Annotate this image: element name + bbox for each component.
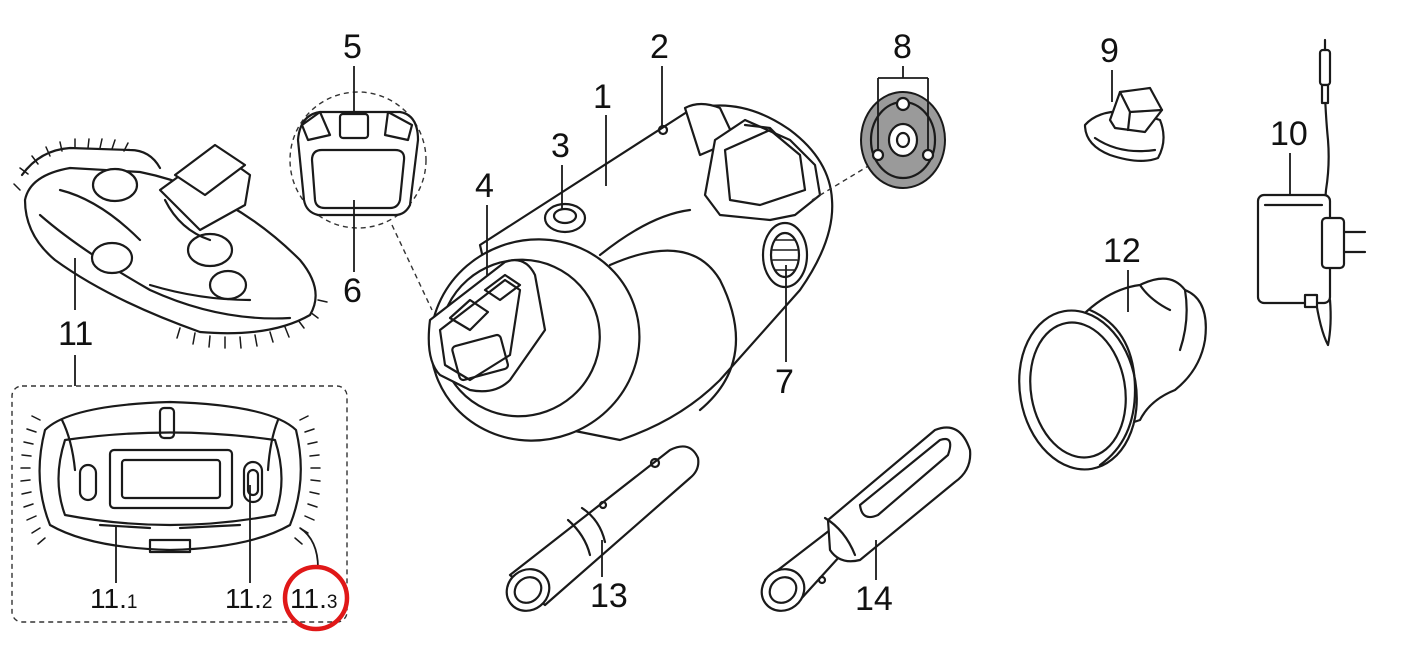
label-5: 5 <box>343 28 362 66</box>
label-11-3: 11.3 <box>290 583 337 614</box>
filter-detail-circle <box>289 91 427 229</box>
label-3: 3 <box>551 127 570 165</box>
label-6: 6 <box>343 272 362 310</box>
detail-box-11 <box>11 385 348 623</box>
highlight-circle <box>282 564 350 632</box>
crevice-tool-part <box>1083 86 1165 162</box>
motor-cover-part <box>860 91 946 189</box>
label-8: 8 <box>893 28 912 66</box>
label-2: 2 <box>650 28 669 66</box>
label-11: 11 <box>58 315 93 353</box>
label-4: 4 <box>475 167 494 205</box>
label-7: 7 <box>775 363 794 401</box>
dust-bag-part <box>1018 277 1207 471</box>
label-11-2: 11.2 <box>225 583 272 614</box>
charger-part <box>1256 38 1367 347</box>
nozzle-underside-detail <box>20 400 321 554</box>
main-body-part <box>427 102 834 442</box>
extension-tube-part <box>505 445 700 612</box>
label-13: 13 <box>590 577 628 615</box>
brush-tube-part <box>760 426 972 612</box>
label-12: 12 <box>1103 232 1141 270</box>
filter-part <box>296 110 420 217</box>
label-10: 10 <box>1270 115 1308 153</box>
label-14: 14 <box>855 580 893 618</box>
label-11-1: 11.1 <box>90 583 137 614</box>
label-1: 1 <box>593 78 612 116</box>
brush-nozzle-part <box>13 138 328 349</box>
label-9: 9 <box>1100 32 1119 70</box>
